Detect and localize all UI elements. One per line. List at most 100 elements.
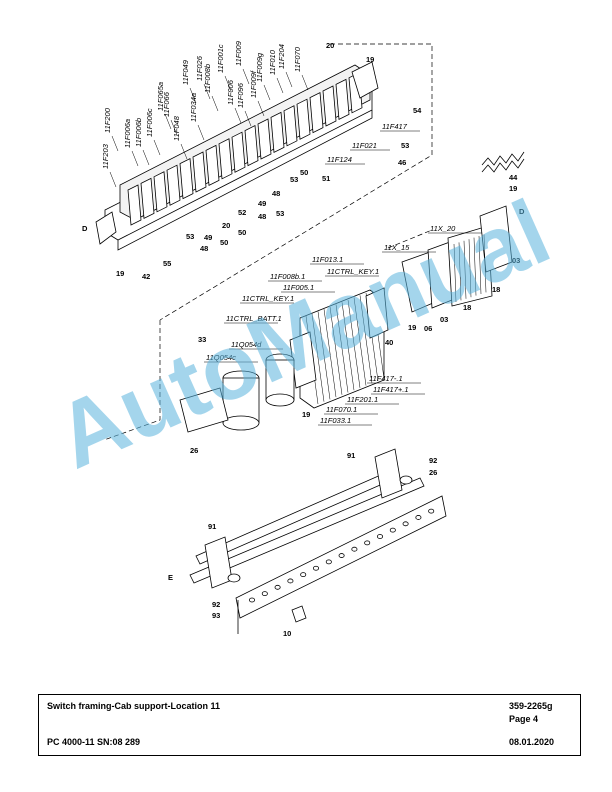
rail-hole bbox=[428, 508, 435, 514]
module-slat bbox=[329, 306, 343, 395]
fuse-block bbox=[192, 151, 207, 193]
fuse-label: 11F070 bbox=[293, 46, 302, 72]
module-label: 11F417+.1 bbox=[373, 385, 409, 394]
terminal-slat bbox=[468, 239, 472, 298]
fuse-label: 11F021 bbox=[352, 141, 377, 150]
callout-number: 53 bbox=[186, 232, 194, 241]
leader-line bbox=[244, 110, 252, 127]
fuse-block bbox=[231, 131, 246, 173]
leader-line bbox=[189, 87, 197, 104]
leader-line bbox=[285, 71, 293, 88]
fuse-label: 11F006 bbox=[226, 79, 235, 105]
leader-line bbox=[224, 75, 232, 92]
fuse-label: 11F001c bbox=[216, 44, 225, 73]
leader-line bbox=[203, 83, 211, 100]
callout-number: 33 bbox=[198, 335, 206, 344]
terminal-slat bbox=[483, 234, 487, 293]
module-label: 11X_15 bbox=[384, 243, 410, 252]
parts-diagram: 2019545346515053485349485220505048495355… bbox=[42, 40, 564, 638]
fuse-label: 11F203 bbox=[101, 143, 110, 169]
view-letter: D bbox=[519, 207, 525, 216]
callout-number: 40 bbox=[385, 338, 393, 347]
module-label: 11F070.1 bbox=[326, 405, 357, 414]
callout-number: 18 bbox=[463, 303, 471, 312]
rail-hole bbox=[402, 521, 409, 527]
module-label: 11Q054c bbox=[206, 353, 236, 362]
module-slat bbox=[347, 299, 361, 388]
module-assembly bbox=[179, 287, 389, 433]
module-label: 11X_20 bbox=[430, 224, 456, 233]
fuse-rail-assembly bbox=[95, 61, 379, 251]
leader-line bbox=[131, 150, 139, 167]
callout-number: 54 bbox=[413, 106, 422, 115]
callout-number: 19 bbox=[366, 55, 374, 64]
leader-line bbox=[276, 77, 284, 94]
callout-number: 49 bbox=[258, 199, 266, 208]
fuse-block bbox=[283, 105, 298, 147]
module-slat bbox=[335, 304, 349, 393]
callout-number: 91 bbox=[208, 522, 216, 531]
module-slat bbox=[359, 295, 373, 384]
callout-number: 18 bbox=[492, 285, 500, 294]
callout-number: 53 bbox=[276, 209, 284, 218]
leader-line bbox=[234, 107, 242, 124]
machine-model: PC 4000-11 SN:08 289 bbox=[47, 737, 141, 747]
leader-line bbox=[153, 139, 161, 156]
callout-number: 91 bbox=[347, 451, 355, 460]
fuse-block bbox=[127, 184, 142, 226]
fuse-block bbox=[322, 85, 337, 127]
fuse-label: 11F200 bbox=[103, 107, 112, 133]
module-label: 11F417-.1 bbox=[369, 374, 403, 383]
leader-line bbox=[180, 143, 188, 160]
spring-clip bbox=[481, 151, 525, 173]
support-rail-assembly bbox=[189, 448, 447, 634]
module-label: 11CTRL_KEY.1 bbox=[327, 267, 379, 276]
fuse-label: 11F026 bbox=[195, 55, 204, 81]
fuse-label: 11F009f bbox=[249, 70, 258, 98]
callout-number: 20 bbox=[222, 221, 230, 230]
callout-number: 52 bbox=[238, 208, 246, 217]
fuse-label: 11F066 bbox=[162, 91, 171, 117]
module-label: 11F008b.1 bbox=[270, 272, 305, 281]
callout-number: 26 bbox=[429, 468, 437, 477]
leader-line bbox=[242, 68, 250, 85]
module-label: 11F013.1 bbox=[312, 255, 343, 264]
fuse-block bbox=[179, 157, 194, 200]
fuse-label: 11F048 bbox=[172, 115, 181, 141]
leader-line bbox=[197, 124, 205, 141]
dashed-frame-upper bbox=[159, 43, 433, 321]
page-number: Page 4 bbox=[509, 714, 539, 724]
callout-number: 06 bbox=[424, 324, 432, 333]
rail-hole bbox=[312, 565, 319, 571]
rail-hole bbox=[376, 534, 383, 539]
terminal-slat bbox=[458, 242, 462, 301]
callout-number: 44 bbox=[509, 173, 518, 182]
callout-number: 42 bbox=[142, 272, 150, 281]
rail-hole bbox=[261, 591, 268, 597]
callout-number: 20 bbox=[326, 41, 334, 50]
callout-number: 10 bbox=[283, 629, 291, 638]
fuse-block bbox=[153, 171, 168, 213]
document-number: 359-2265g bbox=[509, 701, 553, 711]
callout-number: 93 bbox=[212, 611, 220, 620]
fuse-label: 11F009 bbox=[234, 40, 243, 66]
rail-hole bbox=[338, 553, 345, 558]
module-label: 11Q054d bbox=[231, 340, 262, 349]
fuse-block bbox=[270, 111, 285, 154]
callout-number: 46 bbox=[398, 158, 406, 167]
leader-line bbox=[301, 74, 309, 91]
module-slat bbox=[311, 313, 325, 402]
leader-line bbox=[170, 119, 178, 136]
module-label: 11CTRL_BATT.1 bbox=[226, 314, 282, 323]
callout-number: 55 bbox=[163, 259, 171, 268]
module-slat bbox=[317, 311, 331, 400]
rail-hole bbox=[300, 572, 307, 577]
module-slat bbox=[341, 302, 355, 391]
fuse-label: 11F065a bbox=[156, 82, 165, 111]
fuse-label: 11F006b bbox=[134, 118, 143, 147]
rail-hole bbox=[351, 546, 358, 552]
leader-line bbox=[263, 84, 271, 101]
module-label: 11F033.1 bbox=[320, 416, 351, 425]
module-label: 11F005.1 bbox=[283, 283, 314, 292]
title-block: Switch framing-Cab support-Location 11 3… bbox=[38, 694, 581, 756]
